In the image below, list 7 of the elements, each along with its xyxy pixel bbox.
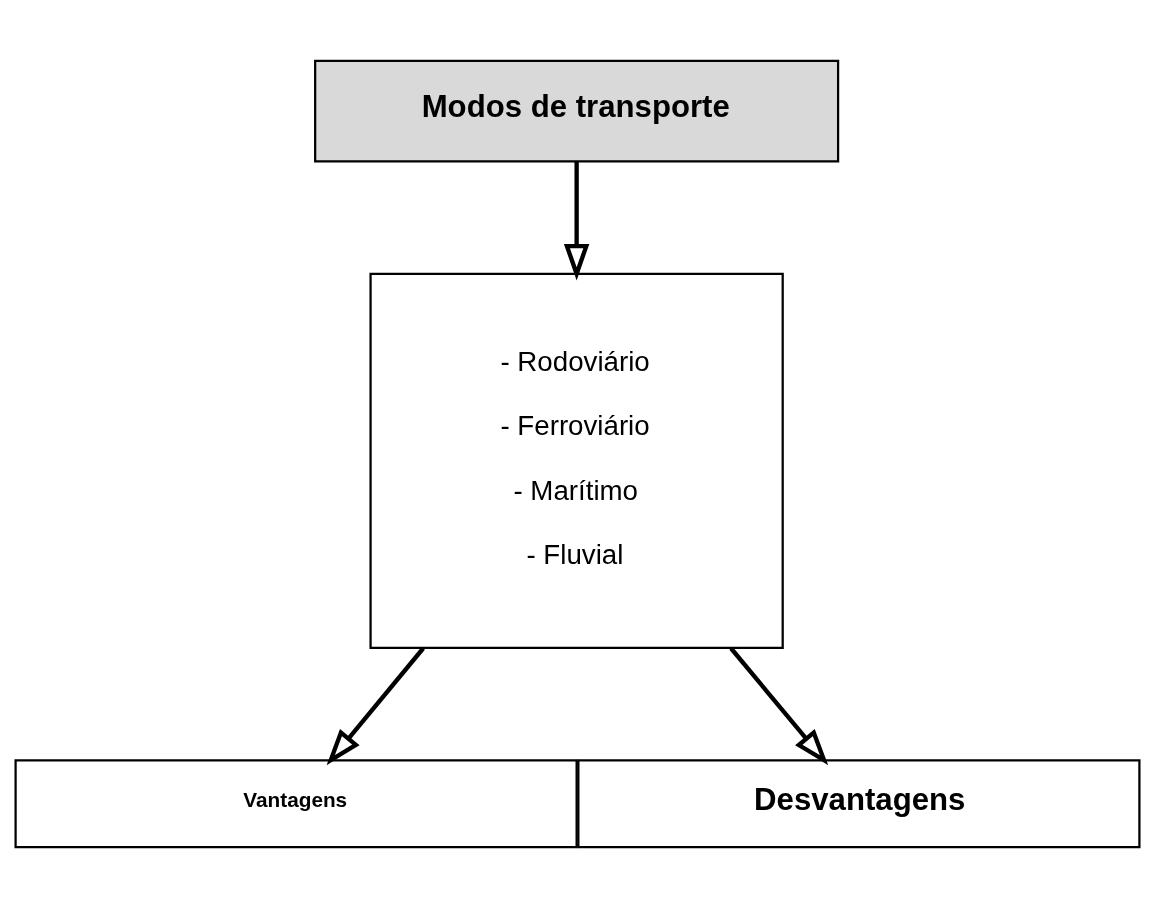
node-box: Desvantagens bbox=[577, 758, 1141, 848]
arrow bbox=[729, 646, 829, 765]
arrow bbox=[563, 161, 590, 280]
arrow bbox=[326, 646, 425, 765]
node-box: Vantagens bbox=[14, 758, 578, 848]
node-box: - Rodoviário - Ferroviário - Marítimo - Fluvial bbox=[369, 272, 784, 649]
node-box: Modos de transporte bbox=[314, 59, 840, 162]
